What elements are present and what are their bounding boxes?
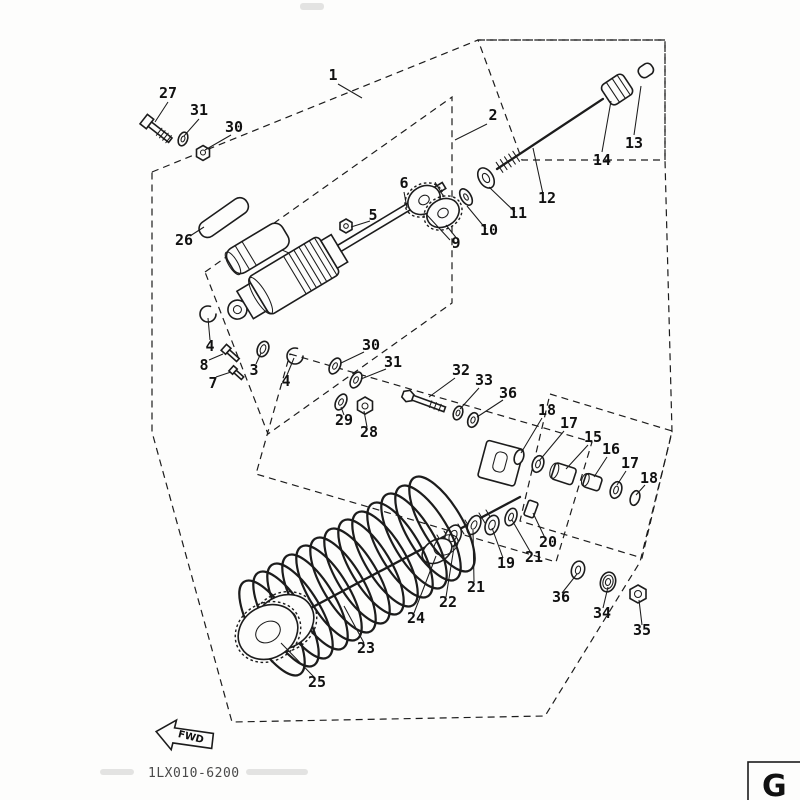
scan-smudge xyxy=(246,769,308,775)
dashed-box-rod-end xyxy=(477,39,666,161)
callout-34: 34 xyxy=(593,604,611,622)
part-bearing-11 xyxy=(476,167,496,189)
part-bushing-15 xyxy=(549,462,577,486)
part-bracket xyxy=(477,439,525,487)
part-cap-14 xyxy=(600,73,634,106)
callout-25: 25 xyxy=(308,673,326,691)
part-collar-18a xyxy=(513,448,525,466)
callout-16: 16 xyxy=(602,440,620,458)
part-washer-10 xyxy=(458,188,474,206)
callout-31a: 31 xyxy=(190,101,208,119)
callout-18b: 18 xyxy=(640,469,658,487)
part-collar-19 xyxy=(484,514,500,536)
part-plate-20 xyxy=(523,499,539,519)
callout-36b: 36 xyxy=(552,588,570,606)
dashed-box-shock-assembly xyxy=(204,95,453,435)
part-washer-17b xyxy=(609,480,623,500)
corner-tab-letter: G xyxy=(762,769,787,800)
part-washer-33 xyxy=(452,405,464,421)
part-nut-5 xyxy=(339,218,353,234)
part-pin-13 xyxy=(637,62,655,79)
part-bolt-32 xyxy=(400,389,447,413)
part-circlip-4b xyxy=(286,347,304,365)
callout-2: 2 xyxy=(488,106,497,124)
callout-23: 23 xyxy=(357,639,375,657)
callout-4b: 4 xyxy=(281,372,290,390)
part-nut-30a xyxy=(195,144,211,162)
part-guard-26 xyxy=(198,196,250,239)
callout-12: 12 xyxy=(538,189,556,207)
callout-14: 14 xyxy=(593,151,611,169)
part-collar-18b xyxy=(629,489,641,507)
callout-24: 24 xyxy=(407,609,425,627)
callout-8: 8 xyxy=(199,356,208,374)
callout-4a: 4 xyxy=(205,337,214,355)
callout-6: 6 xyxy=(399,174,408,192)
part-washer-34 xyxy=(599,571,617,593)
part-washer-31b xyxy=(349,371,363,389)
callout-5: 5 xyxy=(368,206,377,224)
part-damper-rod-12 xyxy=(495,62,655,173)
callout-21a: 21 xyxy=(467,578,485,596)
part-washer-31a xyxy=(177,131,189,147)
callout-29: 29 xyxy=(335,411,353,429)
callout-32: 32 xyxy=(452,361,470,379)
part-bushing-16 xyxy=(580,472,603,492)
part-bolt-8 xyxy=(219,343,241,363)
part-bolt-27 xyxy=(138,113,174,144)
callout-28: 28 xyxy=(360,423,378,441)
part-bushing-3 xyxy=(256,340,270,358)
callout-15: 15 xyxy=(584,428,602,446)
part-washer-36a xyxy=(466,411,480,429)
callout-30b: 30 xyxy=(362,336,380,354)
callout-3: 3 xyxy=(249,361,258,379)
part-washer-21b xyxy=(504,507,518,527)
callout-11: 11 xyxy=(509,204,527,222)
part-washer-17a xyxy=(531,454,545,474)
callout-21b: 21 xyxy=(525,548,543,566)
callout-17b: 17 xyxy=(621,454,639,472)
callout-1: 1 xyxy=(328,66,337,84)
part-adjuster-ring-25b xyxy=(234,600,302,664)
scan-smudge xyxy=(300,3,324,10)
part-shock-absorber xyxy=(224,181,447,320)
callout-19: 19 xyxy=(497,554,515,572)
callout-36a: 36 xyxy=(499,384,517,402)
callout-33: 33 xyxy=(475,371,493,389)
callout-26: 26 xyxy=(175,231,193,249)
callout-7: 7 xyxy=(208,374,217,392)
callout-35: 35 xyxy=(633,621,651,639)
callout-27: 27 xyxy=(159,84,177,102)
dashed-box-mount-hardware xyxy=(255,353,593,563)
part-nut-35 xyxy=(629,584,647,604)
callout-22: 22 xyxy=(439,593,457,611)
callout-9: 9 xyxy=(451,234,460,252)
leader-lines xyxy=(154,83,646,678)
part-code: 1LX010-6200 xyxy=(148,766,240,781)
callout-13: 13 xyxy=(625,134,643,152)
part-washer-30b xyxy=(328,357,342,375)
part-washer-36b xyxy=(570,560,586,580)
callout-30a: 30 xyxy=(225,118,243,136)
part-washer-29 xyxy=(334,393,348,411)
part-nut-28 xyxy=(356,396,374,416)
corner-tab: G xyxy=(747,761,800,800)
fwd-arrow: FWD xyxy=(154,718,215,752)
scan-smudge xyxy=(100,769,134,775)
callout-20: 20 xyxy=(539,533,557,551)
part-sprocket-9b xyxy=(423,195,463,231)
callout-18a: 18 xyxy=(538,401,556,419)
callout-10: 10 xyxy=(480,221,498,239)
callout-31b: 31 xyxy=(384,353,402,371)
dashed-box-bushings xyxy=(519,393,673,559)
callout-17a: 17 xyxy=(560,414,578,432)
